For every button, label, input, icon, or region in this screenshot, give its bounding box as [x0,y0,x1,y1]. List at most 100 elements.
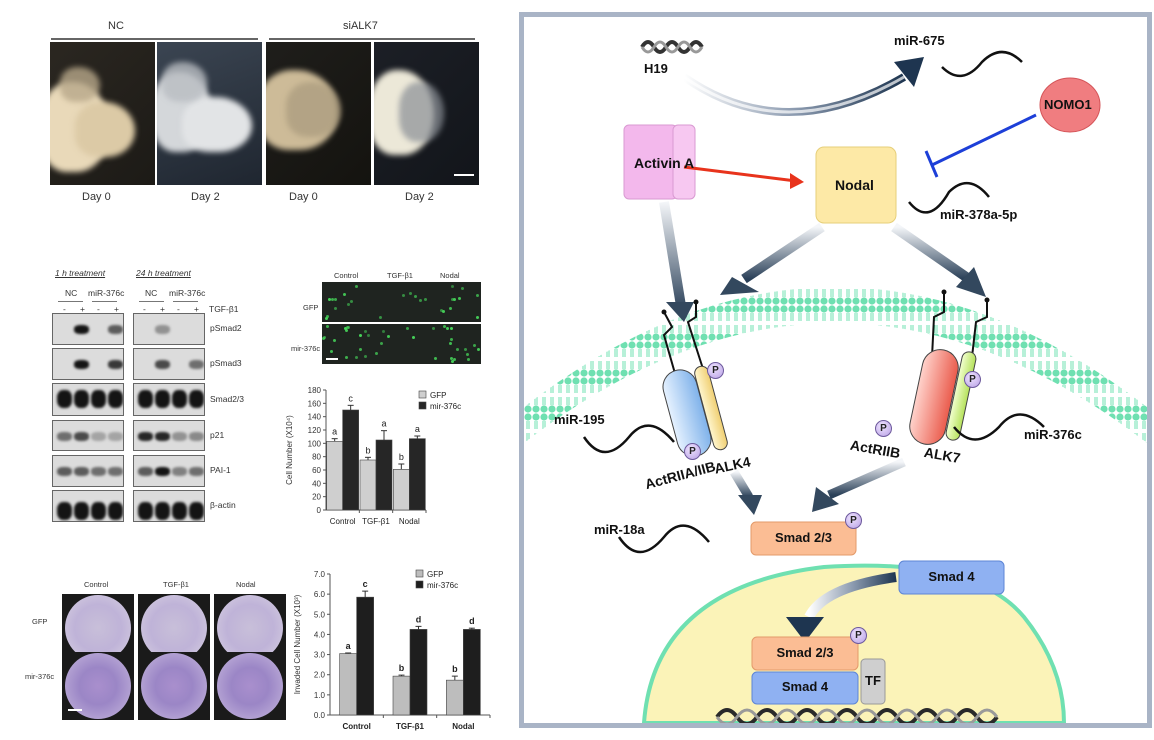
y-tick-label: 20 [312,493,321,502]
legend-swatch [418,401,427,410]
lane-sign: + [194,304,199,314]
cell-dot [328,298,332,302]
scale-bar [68,709,82,711]
blot-band [74,325,89,334]
bracket [139,301,164,302]
bar-mir-376c [342,409,359,511]
lane-sign: + [114,304,119,314]
legend-label: mir-376c [430,402,461,411]
blot-band [57,432,72,441]
x-tick-label: TGF-β1 [362,517,390,526]
significance-letter: b [399,452,404,462]
smad4-node [898,560,1005,595]
cell-dot [333,306,337,310]
y-tick-label: 1.0 [314,691,326,700]
activin-activates-nodal-arrow [683,165,797,183]
phosphate-icon: P [964,371,981,388]
cell-dot [475,294,479,298]
blot-band [155,467,170,476]
cell-dot [354,284,358,288]
blot-band [74,467,89,476]
group-label: miR-376c [88,288,125,298]
cell-dot [465,352,469,356]
y-tick-label: 4.0 [314,630,326,639]
legend-swatch [415,569,424,578]
day-label: Day 2 [405,191,434,203]
column-label: TGF-β1 [163,580,189,589]
tf-label: TF [865,673,881,688]
blot-strip [52,383,124,416]
group-label-sialk7: siALK7 [343,20,378,32]
bar-mir-376c [375,439,393,511]
mir195-strand-icon [582,424,675,454]
day-label: Day 0 [82,191,111,203]
cell-dot [326,324,330,328]
lane-sign: - [143,304,146,314]
cell-dot [476,316,480,320]
blot-band [138,502,153,520]
smad4-nuclear-label: Smad 4 [781,679,829,694]
bar-mir-376c [463,629,481,716]
blot-band [172,390,187,408]
y-tick-label: 3.0 [314,651,326,660]
treatment-label-24h: 24 h treatment [136,268,191,278]
membrane-circle [141,653,207,719]
transwell-image [214,594,286,662]
bar-gfp [359,459,377,511]
smad23-nuclear-node [751,636,859,671]
cell-dot [448,342,452,346]
cell-dot [363,330,367,334]
membrane-circle [65,595,131,661]
mir675-label: miR-675 [894,33,945,48]
cell-dot [366,333,370,337]
cell-dot [473,343,477,347]
cell-dot [402,294,406,298]
row-label: GFP [32,617,48,626]
scale-bar [326,358,338,360]
y-axis-label: Cell Number (X10⁴) [285,415,294,485]
mir18a-label: miR-18a [594,522,645,537]
smad23-node [750,521,857,556]
group-label: miR-376c [169,288,206,298]
bar-gfp [392,675,411,716]
cell-dot [350,300,354,304]
bar-gfp [339,653,357,716]
transwell-image [214,652,286,720]
cell-dot [322,337,326,341]
row-label: mir-376c [291,344,321,353]
mir378-label: miR-378a-5p [940,207,1018,222]
cell-dot [346,302,350,306]
blot-band [138,432,153,441]
blot-band [172,432,187,441]
cell-dot [455,348,459,352]
column-label: Nodal [440,271,460,280]
significance-letter: b [452,664,458,674]
phosphate-icon: P [707,362,724,379]
cell-dot [445,326,449,330]
blot-strip [52,420,124,451]
bar-mir-376c [409,629,428,716]
blot-band [138,390,153,408]
row-label: mir-376c [25,672,55,681]
transwell-image [138,594,210,662]
cell-dot [463,347,467,351]
scale-bar [454,174,474,176]
blot-strip [52,313,124,345]
blot-strip [52,490,124,522]
blot-band [74,502,89,520]
protein-label: pSmad2 [210,323,242,333]
blot-band [189,390,204,408]
bracket [173,301,198,302]
y-tick-label: 60 [312,466,321,475]
cell-dot [381,330,385,334]
cell-dot [325,314,329,318]
cell-dot [346,326,350,330]
bracket [58,301,83,302]
blot-band [91,390,106,408]
legend-label: mir-376c [427,581,458,590]
x-tick-label: Control [330,517,356,526]
day-label: Day 0 [289,191,318,203]
y-tick-label: 7.0 [314,570,326,579]
cell-dot [324,316,328,320]
protein-label: Smad2/3 [210,393,245,404]
